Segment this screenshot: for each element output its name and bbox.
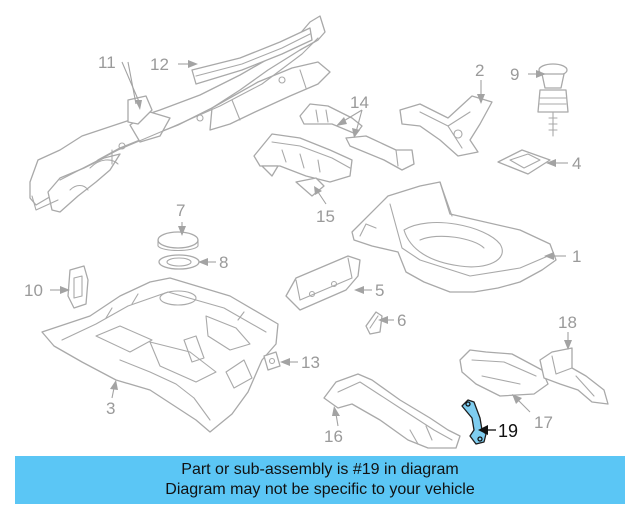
part-15-crossmember-bracket (253, 133, 353, 197)
callout-2: 2 (475, 61, 484, 80)
callout-9: 9 (510, 65, 519, 84)
part-17-cover (459, 349, 549, 397)
callout-6: 6 (397, 311, 406, 330)
part-2-bracket (399, 95, 493, 157)
banner-line-2: Diagram may not be specific to your vehi… (165, 481, 475, 498)
callout-5: 5 (375, 281, 384, 300)
part-10-bracket (67, 265, 89, 309)
callout-1: 1 (572, 247, 581, 266)
callout-10: 10 (24, 281, 43, 300)
part-8-grommet (158, 254, 200, 270)
part-4-plate (497, 149, 551, 175)
part-16-long-bracket (323, 373, 461, 449)
callout-18: 18 (558, 313, 577, 332)
callout-11: 11 (98, 53, 116, 72)
callout-3: 3 (106, 399, 115, 418)
parts-diagram: 11 12 2 9 14 4 7 15 1 8 10 5 6 18 13 3 1… (24, 15, 609, 449)
banner-line-1: Part or sub-assembly is #19 in diagram (181, 461, 459, 478)
part-13-bracket (263, 351, 281, 371)
info-banner: Part or sub-assembly is #19 in diagram D… (15, 456, 625, 504)
callout-14: 14 (350, 93, 369, 112)
callout-labels: 11 12 2 9 14 4 7 15 1 8 10 5 6 18 13 3 1… (24, 53, 581, 446)
part-7-plug (157, 231, 199, 252)
callout-15: 15 (316, 207, 335, 226)
part-11-frame-rail (29, 15, 331, 213)
part-18-bracket (539, 347, 609, 405)
part-5-crossmember (285, 255, 361, 311)
part-3-floor-pan (41, 277, 279, 433)
callout-8: 8 (219, 253, 228, 272)
callout-13: 13 (301, 353, 320, 372)
part-9-bump-stop (537, 63, 569, 137)
callout-16: 16 (324, 427, 343, 446)
part-1-spare-tire-well (351, 181, 557, 293)
callout-17: 17 (534, 413, 553, 432)
callout-7: 7 (176, 201, 185, 220)
leader-lines (50, 60, 572, 427)
part-14-bracket (299, 103, 415, 171)
part-19-leader (478, 425, 496, 435)
callout-19: 19 (498, 421, 518, 441)
callout-4: 4 (572, 154, 581, 173)
callout-12: 12 (150, 55, 169, 74)
part-12-rail-reinforcement (191, 27, 313, 85)
part-6-bracket (365, 311, 383, 335)
part-19-highlighted-bracket (461, 399, 487, 445)
